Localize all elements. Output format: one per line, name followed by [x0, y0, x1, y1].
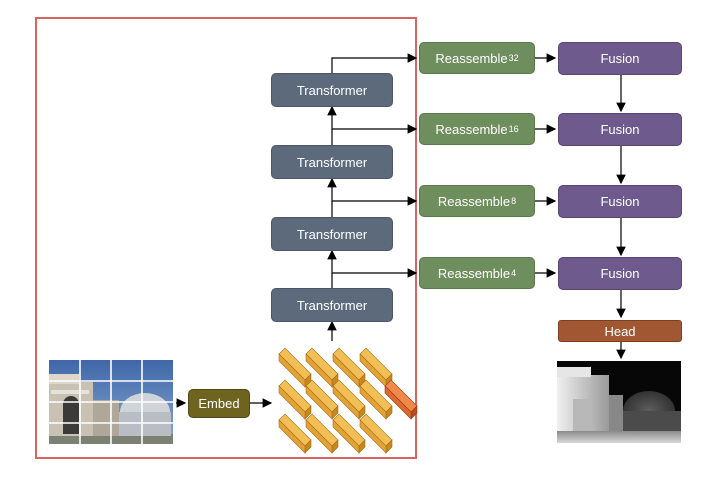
- fusion-block-3: Fusion: [558, 185, 682, 218]
- input-photo: [49, 360, 173, 444]
- head-label: Head: [604, 323, 636, 339]
- fusion-label: Fusion: [600, 51, 640, 66]
- transformer-block-4: Transformer: [271, 288, 393, 322]
- token-row-1: [278, 347, 393, 388]
- transformer-block-1: Transformer: [271, 73, 393, 107]
- encoder-frame: [35, 17, 417, 459]
- transformer-label: Transformer: [296, 297, 368, 313]
- fusion-block-2: Fusion: [558, 113, 682, 146]
- transformer-label: Transformer: [296, 154, 368, 170]
- token-row-2: [278, 379, 418, 420]
- depth-map-output: [557, 361, 681, 443]
- embed-label: Embed: [198, 396, 240, 411]
- transformer-block-2: Transformer: [271, 145, 393, 179]
- fusion-label: Fusion: [600, 266, 640, 281]
- fusion-block-4: Fusion: [558, 257, 682, 290]
- transformer-block-3: Transformer: [271, 217, 393, 251]
- fusion-block-1: Fusion: [558, 42, 682, 75]
- token-row-3: [278, 413, 393, 454]
- transformer-label: Transformer: [296, 226, 368, 242]
- fusion-label: Fusion: [600, 194, 640, 209]
- head-block: Head: [558, 320, 682, 342]
- fusion-label: Fusion: [600, 122, 640, 137]
- transformer-label: Transformer: [296, 82, 368, 98]
- embed-block: Embed: [188, 389, 250, 418]
